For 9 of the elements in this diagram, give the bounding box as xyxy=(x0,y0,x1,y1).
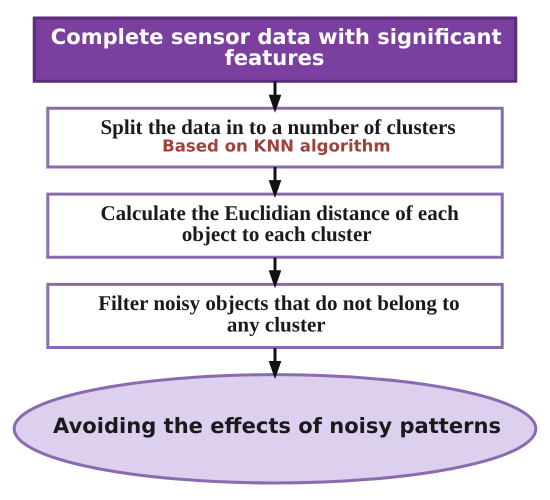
arrow xyxy=(268,348,282,379)
node-box: Filter noisy objects that do not belong to any cluster xyxy=(46,282,504,349)
node-box: Calculate the Euclidian distance of each object to each cluster xyxy=(46,192,504,258)
arrow xyxy=(268,166,282,198)
node-box: Complete sensor data with significant features xyxy=(32,16,518,82)
node-box: Split the data in to a number of clusters Based on KNN algorithm xyxy=(46,106,504,168)
arrow xyxy=(268,80,282,112)
node-ellipse: Avoiding the effects of noisy patterns xyxy=(12,372,538,484)
arrow xyxy=(268,257,282,288)
